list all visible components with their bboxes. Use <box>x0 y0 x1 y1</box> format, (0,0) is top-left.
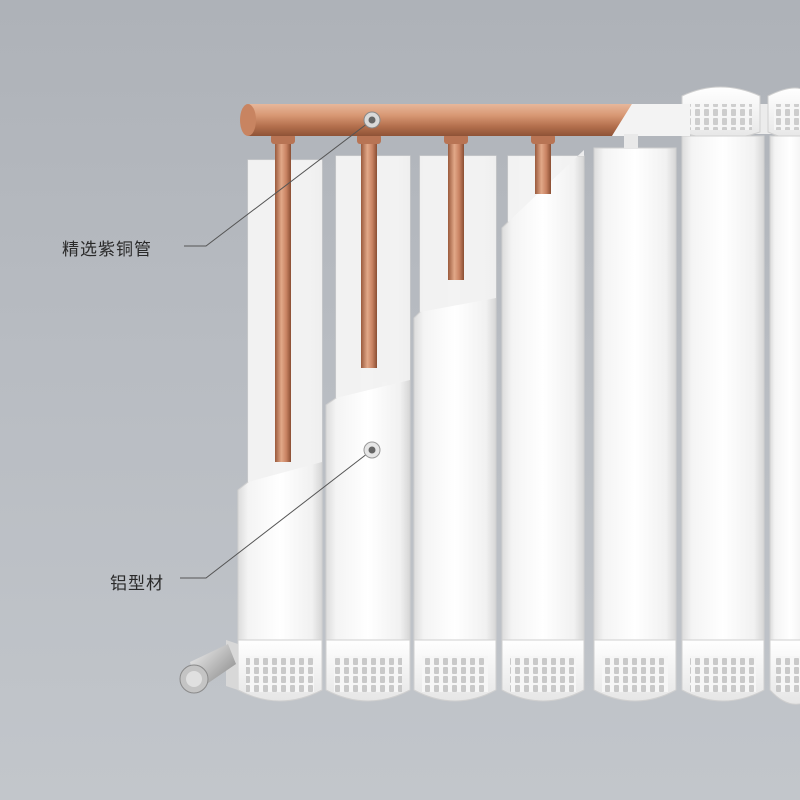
bottom-caps <box>237 639 800 705</box>
aluminum-profile-label: 铝型材 <box>110 574 164 594</box>
top-caps <box>681 86 800 140</box>
aluminum-fins <box>237 135 800 641</box>
copper-header-pipe <box>240 104 690 148</box>
callout-leaders <box>180 111 381 579</box>
copper-risers <box>271 132 555 462</box>
copper-pipe-label: 精选紫铜管 <box>62 240 152 260</box>
valve-fitting <box>179 640 238 694</box>
